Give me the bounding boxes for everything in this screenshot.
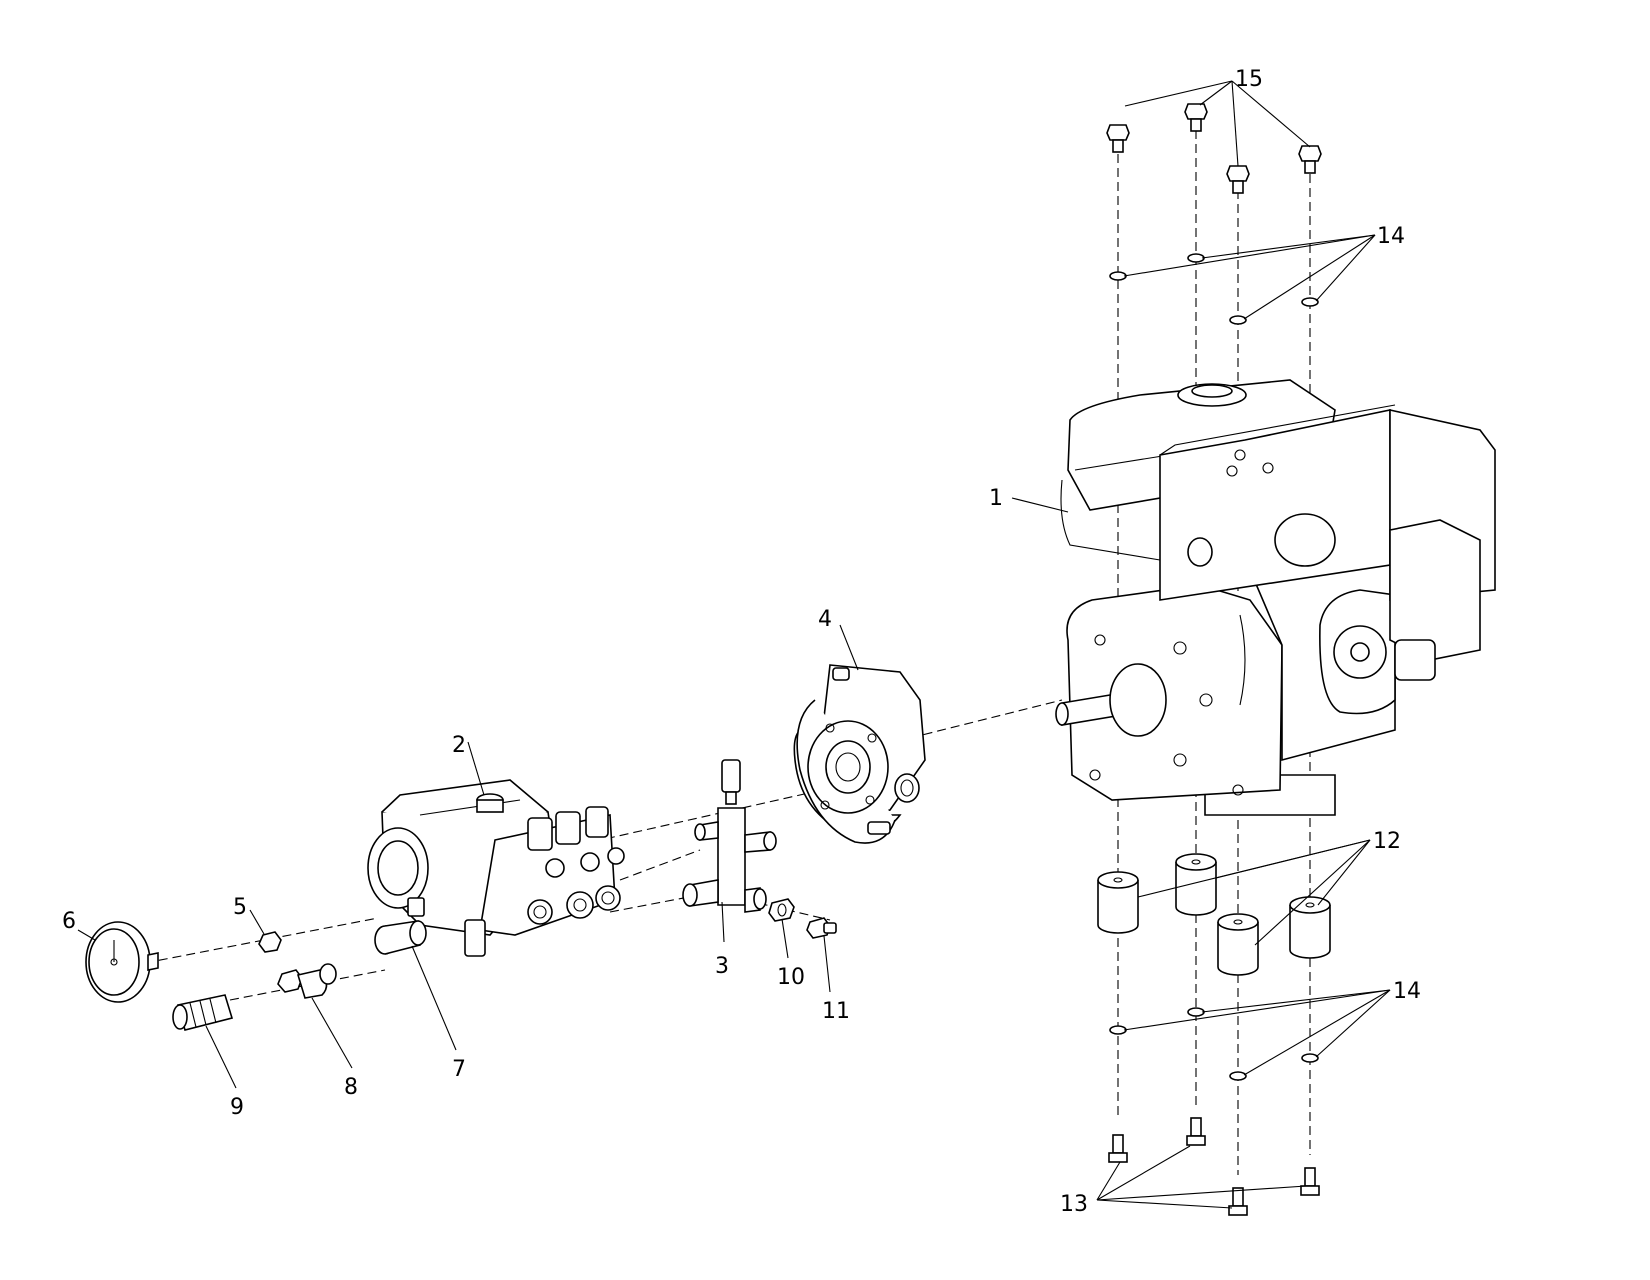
coupler-9 — [172, 994, 234, 1031]
top-bolts — [1106, 103, 1322, 194]
mount-12d — [1289, 896, 1331, 959]
plug-5 — [258, 931, 282, 953]
adapter-flange — [793, 664, 926, 844]
bolt-15c — [1226, 165, 1250, 194]
engine — [1055, 379, 1496, 816]
washers-top — [1109, 253, 1319, 325]
callout-14-bottom: 14 — [1393, 979, 1421, 1004]
bolt-13c — [1228, 1187, 1248, 1216]
bolt-15a — [1106, 124, 1130, 153]
fitting-11 — [806, 917, 837, 939]
nipple-7 — [374, 920, 427, 955]
callout-labels: 1 2 3 4 5 6 7 8 9 10 11 12 13 14 14 15 — [62, 67, 1421, 1217]
bolt-15b — [1184, 103, 1208, 132]
callout-10: 10 — [777, 965, 805, 990]
leader-lines — [77, 80, 1391, 1209]
callout-12: 12 — [1373, 829, 1401, 854]
bottom-bolts — [1108, 1117, 1320, 1216]
callout-2: 2 — [452, 733, 466, 758]
callout-13: 13 — [1060, 1192, 1088, 1217]
callout-7: 7 — [452, 1057, 466, 1082]
callout-1: 1 — [989, 486, 1003, 511]
callout-14-top: 14 — [1377, 224, 1405, 249]
callout-5: 5 — [233, 895, 247, 920]
callout-15: 15 — [1235, 67, 1263, 92]
mount-12c — [1217, 913, 1259, 976]
callout-11: 11 — [822, 999, 850, 1024]
mount-12b — [1175, 853, 1217, 916]
callout-3: 3 — [715, 954, 729, 979]
rubber-mounts — [1097, 853, 1331, 976]
callout-6: 6 — [62, 909, 76, 934]
callout-8: 8 — [344, 1075, 358, 1100]
callout-4: 4 — [818, 607, 832, 632]
mount-12a — [1097, 871, 1139, 934]
bolt-13d — [1300, 1167, 1320, 1196]
fitting-10 — [768, 898, 795, 922]
pressure-gauge — [85, 921, 159, 1003]
callout-9: 9 — [230, 1095, 244, 1120]
bolt-13b — [1186, 1117, 1206, 1146]
pump — [367, 779, 625, 957]
bolt-13a — [1108, 1134, 1128, 1163]
bolt-15d — [1298, 145, 1322, 174]
washers-bottom — [1109, 1007, 1319, 1081]
unloader-tee — [682, 759, 777, 913]
elbow-8 — [277, 963, 337, 999]
